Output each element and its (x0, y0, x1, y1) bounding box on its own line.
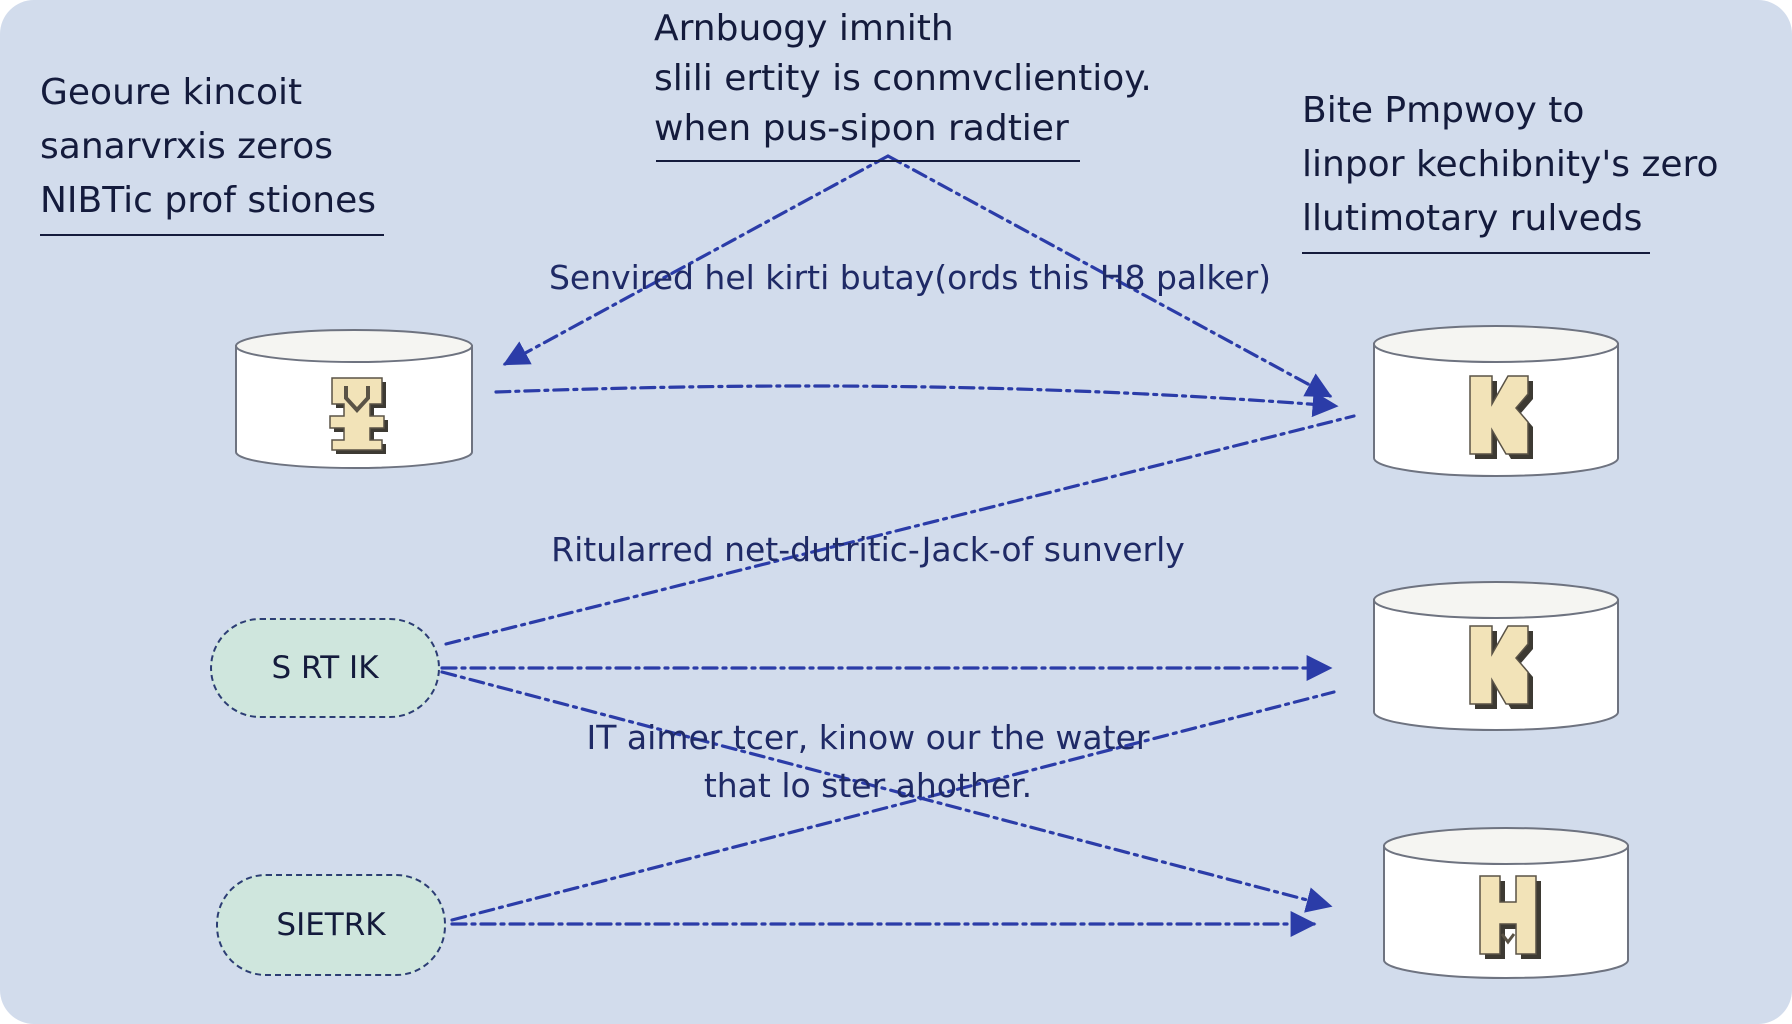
note-right: Bite Pmpwoy to linpor kechibnity's zero … (1302, 84, 1719, 254)
note-left-line-1: Geoure kincoit (40, 72, 303, 113)
k-glyph-icon (1469, 625, 1533, 709)
note-right-line-1: Bite Pmpwoy to (1302, 90, 1585, 131)
edge-label-lower: IT aimer tcer, kinow our the water that … (587, 714, 1150, 810)
note-left-underline (40, 234, 384, 236)
h-glyph-icon (1479, 875, 1541, 959)
note-left-line-2: sanarvrxis zeros (40, 126, 333, 167)
cylinder-right-2 (1373, 581, 1619, 731)
edge-label-lower-line-2: that lo ster ahother. (703, 766, 1033, 805)
note-right-line-2: linpor kechibnity's zero (1302, 144, 1719, 185)
node-pill-upper[interactable]: S RT IK (210, 618, 440, 718)
note-left-line-3: NIBTic prof stiones (40, 180, 376, 221)
cylinder-right-1 (1373, 325, 1619, 477)
note-top-line-2: slili ertity is conmvclientioy. (654, 58, 1152, 99)
note-top-line-1: Arnbuogy imnith (654, 8, 954, 49)
edge-label-lower-line-1: IT aimer tcer, kinow our the water (586, 718, 1150, 757)
edge-top-note-to-right-cylinder (886, 154, 1333, 398)
k-glyph-icon (1469, 375, 1533, 459)
cylinder-left (235, 329, 473, 469)
node-pill-upper-label: S RT IK (271, 650, 379, 686)
edge-lower-pill-to-right-cylinder-2 (450, 690, 1336, 922)
edge-top-note-to-left-cylinder (502, 154, 890, 366)
cylinder-right-3 (1383, 827, 1629, 979)
node-pill-lower[interactable]: SIETRK (216, 874, 446, 976)
node-pill-lower-label: SIETRK (276, 907, 386, 943)
edge-label-upper: Senvired hel kirti butay(ords this H8 pa… (548, 258, 1272, 297)
note-left: Geoure kincoit sanarvrxis zeros NIBTic p… (40, 66, 384, 236)
edge-upper-pill-to-right-cylinder (444, 414, 1356, 646)
note-top-line-3: when pus-sipon radtier (654, 108, 1069, 149)
note-top-underline (656, 160, 1080, 162)
note-right-underline (1302, 252, 1650, 254)
edge-upper-pill-to-right-cylinder-3 (440, 670, 1333, 913)
edge-left-cylinder-to-right-cylinder (494, 384, 1339, 418)
note-top: Arnbuogy imnith slili ertity is conmvcli… (654, 4, 1152, 162)
y-glyph-icon (329, 377, 388, 454)
edge-label-middle: Ritularred net-dutritic-Jack-of sunverly (551, 530, 1185, 569)
note-right-line-3: llutimotary rulveds (1302, 198, 1643, 239)
